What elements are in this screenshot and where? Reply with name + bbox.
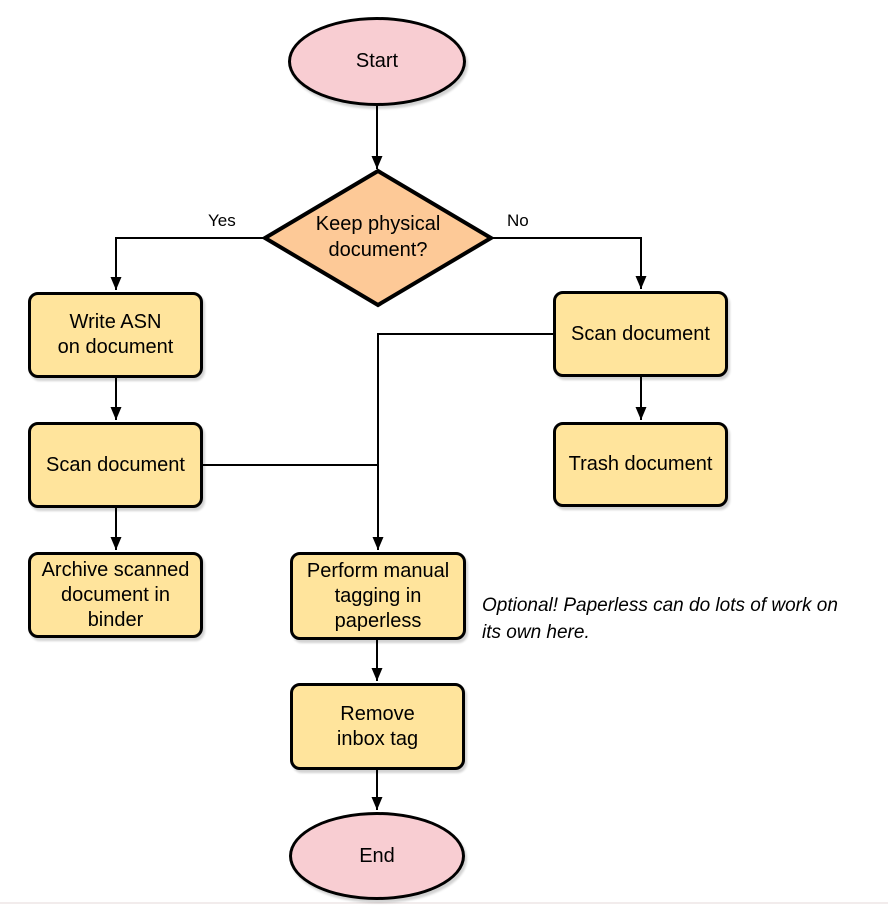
scan-document-right-label: Scan document — [571, 322, 710, 345]
start-node: Start — [288, 17, 466, 106]
edge-decision-no-to-scan-right — [491, 237, 647, 289]
process-node-trash-document: Trash document — [553, 422, 728, 507]
process-node-manual-tagging: Perform manual tagging in paperless — [290, 552, 466, 640]
optional-note-text: Optional! Paperless can do lots of work … — [482, 595, 838, 643]
end-node-label: End — [359, 844, 395, 867]
write-asn-label: Write ASN on document — [57, 311, 174, 358]
process-node-archive-in-binder: Archive scanned document in binder — [28, 552, 203, 638]
process-node-remove-inbox-tag: Remove inbox tag — [290, 683, 465, 770]
bottom-separator-line — [0, 902, 888, 904]
manual-tagging-label: Perform manual tagging in paperless — [306, 559, 450, 632]
edge-label-no: No — [507, 211, 529, 230]
edge-label-yes: Yes — [208, 211, 236, 230]
trash-document-label: Trash document — [568, 453, 713, 475]
scan-document-left-label: Scan document — [46, 453, 185, 476]
remove-inbox-tag-label: Remove inbox tag — [336, 702, 419, 750]
process-node-write-asn: Write ASN on document — [28, 292, 203, 378]
archive-in-binder-label: Archive scanned document in binder — [41, 558, 190, 631]
process-node-scan-document-right: Scan document — [553, 291, 728, 377]
process-node-scan-document-left: Scan document — [28, 422, 203, 508]
edge-decision-yes-to-write-asn — [110, 237, 265, 290]
decision-node-label: Keep physical document? — [315, 213, 441, 261]
edge-scan-right-to-perform — [372, 333, 553, 550]
end-node: End — [289, 812, 465, 900]
start-node-label: Start — [355, 50, 399, 72]
